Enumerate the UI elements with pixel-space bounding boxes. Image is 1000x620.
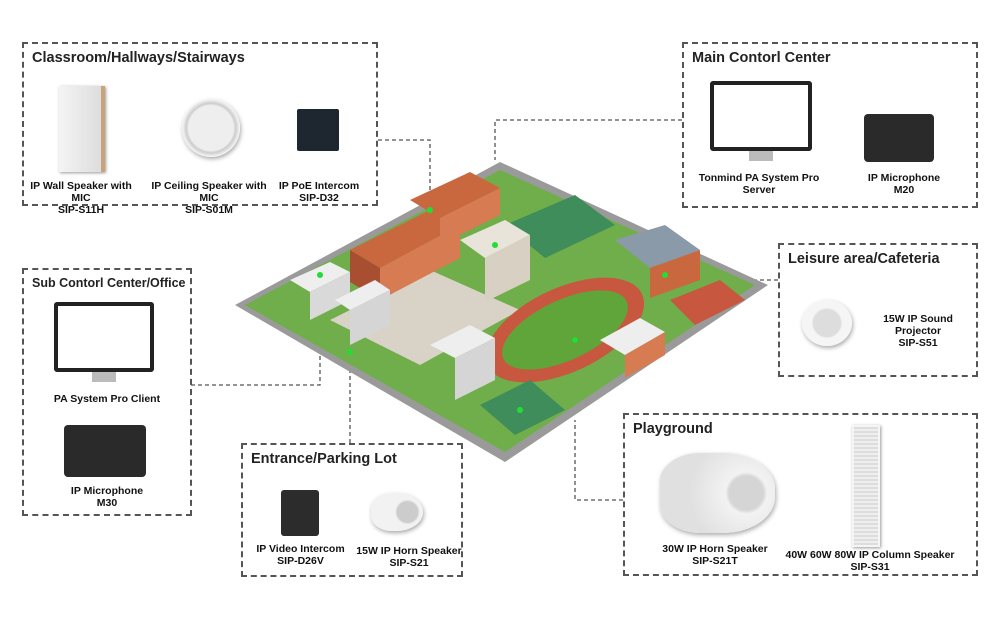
zone-title: Leisure area/Cafeteria <box>788 251 940 267</box>
wall-speaker-image <box>59 86 105 172</box>
zone-title: Classroom/Hallways/Stairways <box>32 50 245 66</box>
zone-title: Entrance/Parking Lot <box>251 451 397 467</box>
video-intercom-image <box>281 490 319 536</box>
zone-title: Playground <box>633 421 713 437</box>
product-pa-client: PA System Pro Client <box>53 393 161 405</box>
monitor-stand <box>92 372 116 382</box>
tennis-court <box>480 380 565 435</box>
monitor-image <box>710 81 812 151</box>
zone-title: Sub Contorl Center/Office <box>32 276 186 290</box>
football-field <box>502 290 628 370</box>
poe-intercom-image <box>297 109 339 151</box>
microphone-image <box>64 425 146 477</box>
monitor-image <box>54 302 154 372</box>
column-speaker-image <box>852 425 880 547</box>
zone-main-control: Main Contorl Center Tonmind PA System Pr… <box>682 42 978 208</box>
zone-leisure: Leisure area/Cafeteria 15W IP Sound Proj… <box>778 243 978 377</box>
plaza <box>330 270 520 365</box>
monitor-stand <box>749 151 773 161</box>
horn-speaker-image <box>660 453 775 533</box>
ceiling-speaker-image <box>182 99 240 157</box>
zone-title: Main Contorl Center <box>692 50 831 66</box>
zone-classroom: Classroom/Hallways/Stairways IP Wall Spe… <box>22 42 378 216</box>
sound-projector-image <box>802 300 852 346</box>
device-markers <box>317 207 668 413</box>
basketball-court <box>505 195 615 258</box>
microphone-image <box>864 114 934 162</box>
horn-speaker-image <box>371 493 423 531</box>
side-court <box>670 280 745 325</box>
zone-sub-control: Sub Contorl Center/Office PA System Pro … <box>22 268 192 516</box>
